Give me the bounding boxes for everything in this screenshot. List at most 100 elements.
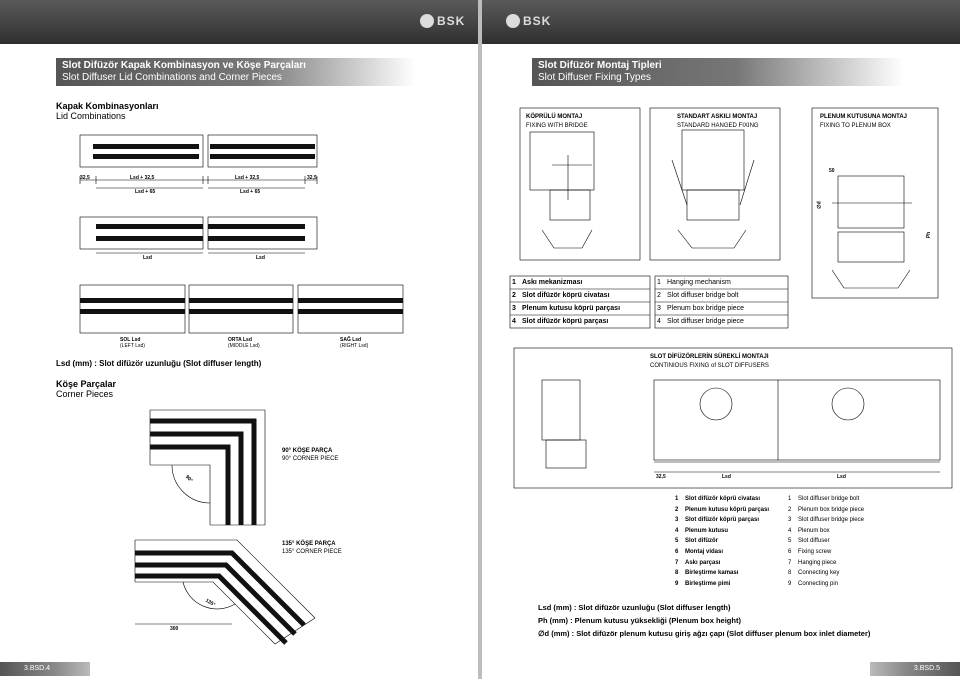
brand-logo: BSK [506,14,551,28]
legend1-row: 3 Plenum box bridge piece [657,302,744,315]
dim-lsd-325-a: Lsd + 32,5 [130,175,155,181]
dim-lsd-325-b: Lsd + 32,5 [235,175,260,181]
legend2-row: 4 Plenum kutusu [675,526,769,537]
corner-title-tr: Köşe Parçalar [56,379,117,389]
legend2-num: 1 [675,496,679,502]
section-header: Slot Difüzör Montaj Tipleri Slot Diffuse… [532,58,904,86]
legend2-row: 3 Slot diffuser bridge piece [788,515,864,526]
page-number: 3.BSD.5 [870,662,960,676]
title-en: Slot Diffuser Fixing Types [538,72,652,83]
mid-piece-tr: ORTA Lsd [228,337,252,343]
legend2-text: Askı parçası [685,559,721,566]
legend2-text: Slot diffuser bridge bolt [798,496,860,502]
legend2-text: Slot difüzör [685,538,718,545]
box1-tr: KÖPRÜLÜ MONTAJ [526,114,583,120]
legend2-num: 8 [675,570,679,577]
right-piece-en: (RIGHT Lsd) [340,343,369,349]
dim-lsd-a: Lsd [143,255,152,261]
legend2-num: 4 [675,527,679,534]
note-lsd: Lsd (mm) : Slot difüzör uzunluğu (Slot d… [538,603,731,612]
left-piece-tr: SOL Lsd [120,337,141,343]
legend1-text: Plenum kutusu köprü parçası [522,305,621,312]
brand-logo: BSK [420,14,465,28]
c135-tr: 135° KÖŞE PARÇA [282,541,336,547]
box2-tr: STANDART ASKILI MONTAJ [677,114,758,120]
legend2-row: 9 Connecting pin [788,579,864,590]
dim-lsd-b: Lsd [256,255,265,261]
legend1-text: Slot diffuser bridge piece [667,318,744,325]
legend2-num: 1 [788,496,792,502]
legend1-row: 2 Slot difüzör köprü civatası [512,289,620,302]
legend1-num: 4 [512,318,516,325]
legend1-tr: 1 Askı mekanizması 2 Slot difüzör köprü ci… [512,276,620,328]
legend2-row: 7 Hanging piece [788,558,864,569]
legend2-num: 4 [788,527,792,534]
logo-icon [506,14,520,28]
cont-tr: SLOT DİFÜZÖRLERİN SÜREKLİ MONTAJI [650,354,769,360]
legend2-num: 3 [675,517,679,524]
notes: Lsd (mm) : Slot difüzör uzunluğu (Slot d… [538,601,870,640]
note-ph: Ph (mm) : Plenum kutusu yüksekliği (Plen… [538,616,741,625]
mid-piece-en: (MIDDLE Lsd) [228,343,260,349]
legend2-num: 2 [675,506,679,513]
dim-lsd-65-b: Lsd + 65 [240,189,261,195]
dim-325-right: 32,5 [307,175,317,181]
legend1-text: Slot diffuser bridge bolt [667,292,739,299]
left-piece-label: SOL Lsd(LEFT Lsd) [120,337,145,349]
dim-lsd-b: Lsd [837,474,846,480]
legend2-text: Slot diffuser bridge piece [798,517,864,524]
legend1-text: Askı mekanizması [522,279,583,286]
legend2-text: Plenum kutusu [685,527,729,534]
legend1-num: 4 [657,318,661,325]
dim-d: ∅d [816,201,823,209]
lid-title-en: Lid Combinations [56,111,126,121]
legend1-row: 4 Slot difüzör köprü parçası [512,315,620,328]
legend2-text: Hanging piece [798,559,837,566]
box-continuous [513,347,953,489]
legend1-row: 1 Askı mekanizması [512,276,620,289]
legend2-text: Slot difüzör köprü parçası [685,517,760,524]
legend2-num: 9 [788,580,792,587]
legend2-num: 7 [788,559,792,566]
legend1-num: 2 [512,292,516,299]
logo-icon [420,14,434,28]
legend2-num: 3 [788,517,792,524]
left-drawings [79,134,404,645]
dim-50: 50 [829,168,835,174]
box2-en: STANDARD HANGED FIXING [677,123,759,129]
lid-title-tr: Kapak Kombinasyonları [56,101,159,111]
corner-title-en: Corner Pieces [56,389,114,399]
box-standard [649,107,781,261]
lsd-note: Lsd (mm) : Slot difüzör uzunluğu (Slot d… [56,359,262,368]
page-number: 3.BSD.4 [0,662,90,676]
legend1-text: Slot difüzör köprü parçası [522,318,609,325]
corner-heading: Köşe Parçalar Corner Pieces [56,379,116,399]
legend2-text: Connecting pin [798,580,839,587]
legend1-text: Plenum box bridge piece [667,305,745,312]
plenum-box-drawing [653,379,941,461]
dim-300: 300 [170,626,179,632]
legend2-row: 1 Slot diffuser bridge bolt [788,494,864,505]
title-tr: Slot Difüzör Kapak Kombinasyon ve Köşe P… [62,60,306,71]
legend1-text: Slot difüzör köprü civatası [522,292,610,299]
right-piece-tr: SAĞ Lsd [340,337,362,343]
legend1-num: 1 [512,279,516,286]
box3-en: FIXING TO PLENUM BOX [820,123,891,129]
legend1-num: 3 [657,305,661,312]
